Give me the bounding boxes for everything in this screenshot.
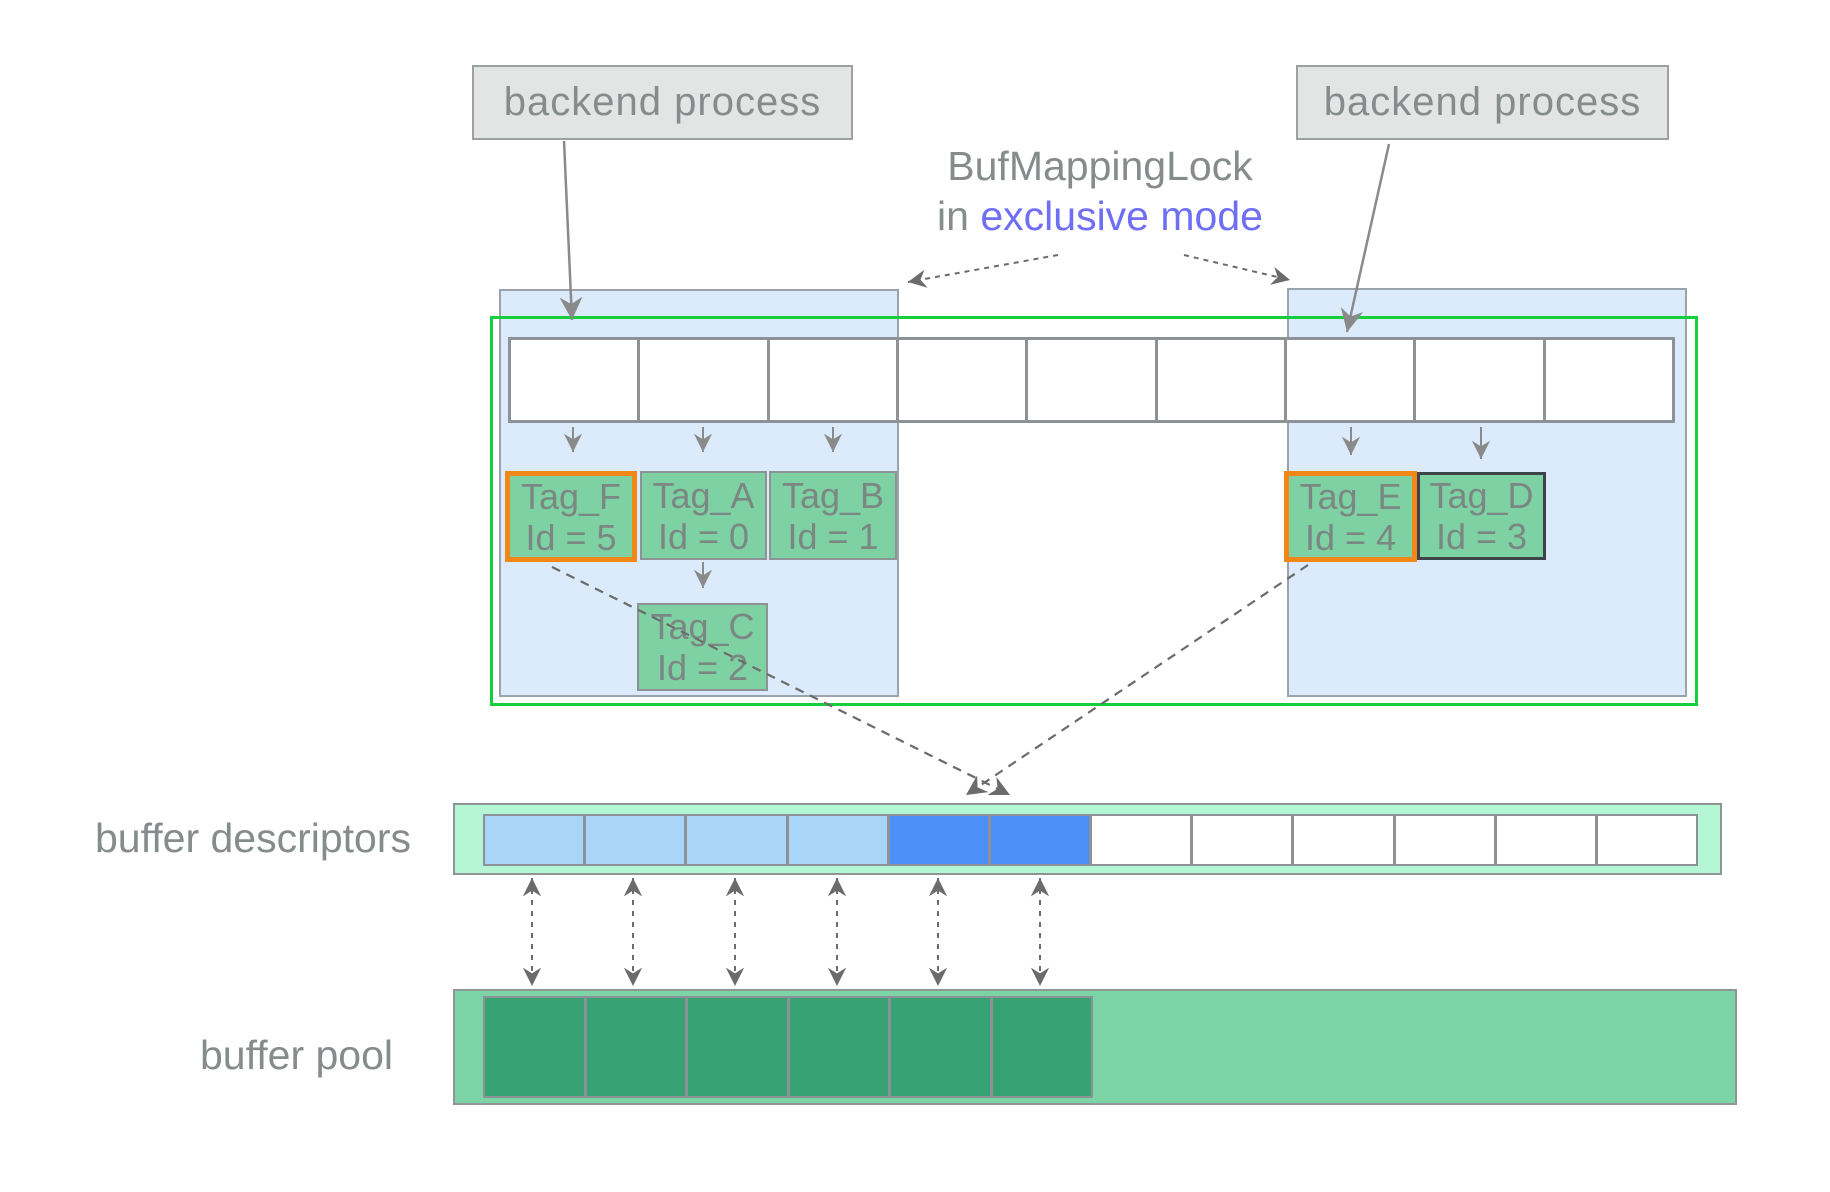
exclusive-mode-text: exclusive mode <box>980 193 1263 239</box>
tag-name: Tag_B <box>781 474 885 516</box>
buffer-descriptor-cell <box>889 816 988 864</box>
backend-process-label: backend process <box>1323 80 1642 124</box>
tag-box-b: Tag_B Id = 1 <box>769 471 897 560</box>
buffer-descriptor-cell <box>687 816 786 864</box>
lock-to-right-partition-arrow <box>1183 254 1291 285</box>
tag-name: Tag_F <box>520 475 622 517</box>
buffer-descriptor-cell <box>788 816 887 864</box>
tag-id: Id = 1 <box>787 515 879 557</box>
lock-to-left-partition-arrow <box>907 254 1059 288</box>
buffer-descriptor-cell <box>1092 816 1191 864</box>
buffer-descriptor-cell <box>1496 816 1595 864</box>
tag-name: Tag_C <box>650 606 755 647</box>
buffer-descriptors-label: buffer descriptors <box>95 815 412 861</box>
tag-box-c: Tag_C Id = 2 <box>637 603 768 691</box>
hash-slot-cell <box>511 340 638 420</box>
buffer-pool-page <box>891 998 990 1096</box>
buffer-pool-pages <box>483 996 1093 1098</box>
backend-process-label: backend process <box>503 80 822 124</box>
hash-slot-cell <box>1416 340 1543 420</box>
tag-id: Id = 5 <box>525 516 617 558</box>
buffer-descriptor-cell <box>1294 816 1393 864</box>
buffer-pool-page <box>789 998 888 1096</box>
tag-id: Id = 4 <box>1304 516 1397 558</box>
tag-box-a: Tag_A Id = 0 <box>640 471 767 560</box>
tag-id: Id = 0 <box>657 515 750 557</box>
buffer-descriptor-cell <box>1597 816 1697 864</box>
hash-slot-cell <box>1157 340 1284 420</box>
hash-slot-cell <box>1545 340 1672 420</box>
tag-name: Tag_E <box>1299 475 1402 517</box>
backend-process-left: backend process <box>472 65 853 140</box>
buffer-pool-page <box>688 998 787 1096</box>
tag-box-d: Tag_D Id = 3 <box>1417 472 1546 560</box>
tag-name: Tag_A <box>652 474 755 516</box>
tag-id: Id = 2 <box>656 647 749 688</box>
buf-mapping-lock-note: BufMappingLock in exclusive mode <box>850 141 1350 241</box>
hash-slot-cell <box>769 340 896 420</box>
hash-slot-cell <box>640 340 767 420</box>
tag-box-e: Tag_E Id = 4 <box>1284 471 1417 562</box>
buffer-pool-page <box>586 998 685 1096</box>
tag-id: Id = 3 <box>1435 516 1528 557</box>
lock-note-line2: in exclusive mode <box>937 193 1263 239</box>
hash-slot-cell <box>1028 340 1155 420</box>
buffer-descriptor-cell <box>586 816 685 864</box>
hash-slot-cell <box>1286 340 1414 420</box>
hash-slot-row <box>508 337 1675 423</box>
buffer-descriptor-cell <box>990 816 1090 864</box>
buffer-descriptor-cell <box>485 816 584 864</box>
buffer-descriptor-cell <box>1193 816 1292 864</box>
tag-box-f: Tag_F Id = 5 <box>505 471 637 562</box>
lock-note-line1: BufMappingLock <box>947 143 1253 189</box>
buffer-descriptor-cells <box>483 814 1698 866</box>
tag-name: Tag_D <box>1429 475 1534 516</box>
buffer-pool-page <box>992 998 1091 1096</box>
backend-process-right: backend process <box>1296 65 1669 140</box>
hash-slot-cell <box>898 340 1026 420</box>
buffer-pool-label: buffer pool <box>200 1032 394 1078</box>
buffer-pool-page <box>485 998 584 1096</box>
buffer-descriptor-cell <box>1395 816 1494 864</box>
